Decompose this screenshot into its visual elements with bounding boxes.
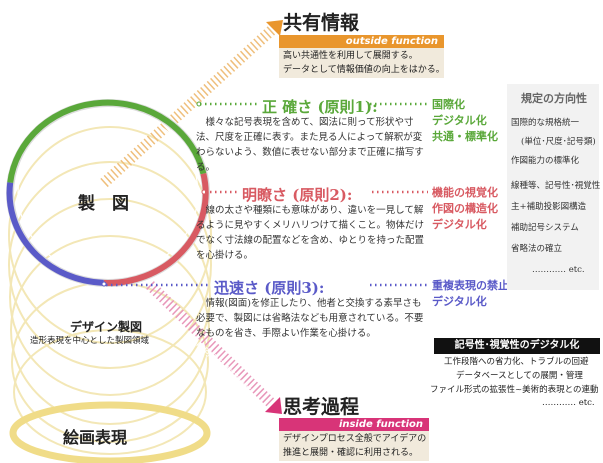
shiko-box: デザインプロセス全般でアイデアの 推進と展開・確認に利用される。 bbox=[279, 431, 429, 461]
principle-3-title: 迅速さ (原則3): bbox=[214, 279, 325, 297]
cylinder-layer-3 bbox=[9, 198, 211, 396]
shiko-line-1: デザインプロセス全般でアイデアの bbox=[283, 434, 427, 444]
std-item-7: 省略法の確立 bbox=[511, 244, 563, 254]
ring-arc-red bbox=[103, 173, 209, 286]
cylinder-layer-5 bbox=[11, 281, 209, 443]
p1-tag-2: デジタル化 bbox=[432, 114, 487, 127]
design-seizu-title: デザイン製図 bbox=[70, 320, 143, 334]
std-item-5: 主+補助投影図構造 bbox=[511, 202, 587, 212]
cylinder-layer-6 bbox=[13, 329, 207, 455]
std-item-3: 作図能力の標準化 bbox=[511, 156, 580, 166]
digital-line-1: 工作段階への省力化、トラブルの回避 bbox=[444, 357, 589, 367]
cylinder-layer-1 bbox=[8, 126, 212, 344]
p2-tag-1: 機能の視覚化 bbox=[432, 186, 498, 199]
principle-1-title: 正 確さ (原則1): bbox=[262, 98, 378, 116]
digital-etc: ………… etc. bbox=[542, 398, 595, 408]
inner-arrow bbox=[146, 281, 282, 414]
seizu-label: 製 図 bbox=[78, 194, 129, 214]
ring-dot-3 bbox=[101, 281, 107, 287]
standards-title: 規定の方向性 bbox=[521, 92, 587, 105]
kyoyu-tag: outside function bbox=[279, 35, 444, 48]
kyoyu-line-1: 高い共通性を利用して展開する。 bbox=[283, 51, 418, 61]
shiko-line-2: 推進と展開・確認に利用される。 bbox=[283, 448, 419, 458]
digital-title: 記号性･視覚性のデジタル化 bbox=[434, 338, 600, 354]
kyoyu-line-2: データとして情報価値の向上をはかる。 bbox=[283, 65, 445, 75]
p2-tag-2: 作図の構造化 bbox=[432, 202, 498, 215]
outer-arrow-head bbox=[266, 20, 283, 36]
principle-1-body: 様々な記号表現を含めて、図法に則って形状や寸法、尺度を正確に表す。また見る人によ… bbox=[196, 117, 424, 173]
ring-arc-green bbox=[7, 99, 207, 183]
cylinder-layers bbox=[8, 126, 212, 463]
std-item-6: 補助記号システム bbox=[511, 223, 579, 233]
cylinder-layer-4 bbox=[10, 235, 210, 425]
digital-line-3: ファイル形式の拡張性~美術的表現との連動 bbox=[430, 385, 599, 395]
ring-inner-line bbox=[17, 110, 199, 276]
p1-tag-1: 国際化 bbox=[432, 98, 465, 111]
shiko-title: 思考過程 bbox=[283, 396, 360, 418]
kyoyu-box: 高い共通性を利用して展開する。 データとして情報価値の向上をはかる。 bbox=[279, 48, 445, 78]
std-item-2: (単位･尺度･記号類) bbox=[521, 137, 596, 147]
cylinder-layer-2 bbox=[8, 161, 212, 369]
p3-tag-1: 重複表現の禁止 bbox=[432, 279, 509, 292]
kaiga-label: 絵画表現 bbox=[63, 428, 128, 447]
principle-3-body: 情報(図面)を修正したり、他者と交換する素早さも必要で、製図には省略法なども用意… bbox=[196, 298, 424, 339]
std-etc: ………… etc. bbox=[532, 265, 585, 275]
ring-arc-blue bbox=[6, 182, 104, 286]
outer-arrow bbox=[100, 20, 283, 188]
standards-panel bbox=[507, 84, 599, 290]
std-item-1: 国際的な規格統一 bbox=[511, 118, 580, 128]
p1-tag-3: 共通・標準化 bbox=[432, 130, 498, 143]
p2-tag-3: デジタル化 bbox=[432, 218, 487, 231]
principle-2-body: 線の太さや種類にも意味があり、違いを一見して解るように見やすくメリハリつけて描く… bbox=[196, 205, 425, 261]
std-item-4: 線種等、記号性･視覚性 bbox=[511, 181, 601, 191]
kaiga-base-ellipse bbox=[9, 401, 211, 463]
principle-2-title: 明瞭さ (原則2): bbox=[242, 186, 353, 204]
design-seizu-sub: 造形表現を中心とした製図領域 bbox=[30, 336, 150, 346]
digital-line-2: データベースとしての展開・管理 bbox=[456, 371, 583, 381]
kyoyu-title: 共有情報 bbox=[283, 12, 360, 34]
inner-arrow-head bbox=[265, 397, 282, 414]
p3-tag-2: デジタル化 bbox=[432, 295, 487, 308]
shiko-tag: inside function bbox=[279, 418, 429, 431]
